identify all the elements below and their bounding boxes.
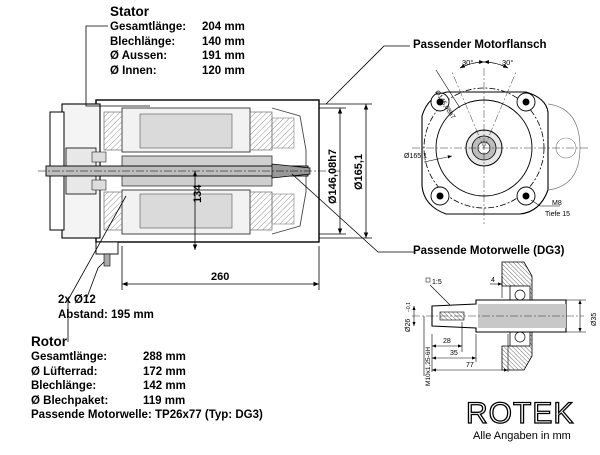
shaft-35-label: 35 (450, 350, 458, 357)
rotor-row: Passende Motorwelle: TP26x77 (Typ: DG3) (31, 408, 263, 423)
flange-callout: Passender Motorflansch (413, 39, 547, 51)
leader-lines (67, 25, 414, 342)
rotor-row-value: 142 mm (143, 380, 186, 392)
stator-row-value: 191 mm (202, 50, 245, 62)
stator-row-label: Ø Aussen: (110, 50, 168, 62)
rotor-row: Blechlänge: 142 mm (31, 379, 263, 394)
stator-row-label: Gesamtlänge: (110, 21, 187, 33)
tiefe-label: Tiefe 15 (545, 211, 570, 218)
rotor-row-label: Passende Motorwelle: (31, 409, 152, 421)
angle-30-right: 30° (502, 58, 513, 67)
stator-row-value: 140 mm (202, 35, 245, 48)
dim-165-label: Ø165,1 (353, 154, 365, 190)
stator-row-label: Blechlänge: (110, 35, 176, 48)
shaft-77-label: 77 (466, 362, 474, 369)
flange-d165-label: Ø165,1 (404, 153, 427, 160)
flange-front-view (412, 60, 590, 224)
rotor-row-value: TP26x77 (Typ: DG3) (155, 409, 263, 421)
motor-side-view (38, 99, 340, 267)
stator-row-label: Ø Innen: (110, 64, 157, 77)
thread-label: M10x1,25-6H (425, 347, 432, 386)
side-view-dimensions (121, 103, 372, 290)
stator-title: Stator (110, 4, 150, 19)
rotor-spec-block: Rotor Gesamtlänge: 288 mm Ø Lüfterrad: 172… (31, 333, 263, 423)
shaft-d26-tolerance: −0,1 (406, 302, 412, 312)
shaft-callout: Passende Motorwelle (DG3) (413, 245, 565, 257)
stator-row-value: 204 mm (202, 21, 245, 33)
rotor-row: Gesamtlänge: 288 mm (31, 350, 263, 365)
angle-30-left: 30° (462, 58, 473, 67)
rotor-row: Ø Blechpaket: 119 mm (31, 394, 263, 409)
holes-callout: 2x Ø12 (58, 294, 96, 306)
dim-134-label: 134 (192, 184, 204, 203)
stator-row: Ø Aussen: 191 mm (110, 49, 245, 64)
shaft-detail (412, 261, 586, 376)
stator-row-value: 120 mm (202, 64, 245, 77)
shaft-4-label: 4 (491, 277, 495, 284)
rotor-row-label: Ø Blechpaket: (31, 394, 109, 407)
stator-row: Ø Innen: 120 mm (110, 64, 245, 79)
distance-callout: Abstand: 195 mm (58, 309, 154, 321)
rotor-title: Rotor (31, 334, 67, 349)
rotor-row-value: 119 mm (143, 394, 186, 407)
rotor-row-label: Blechlänge: (31, 380, 97, 392)
rotor-row-label: Ø Lüfterrad: (31, 365, 98, 378)
shaft-28-label: 28 (443, 338, 451, 345)
m8-label: M8 (552, 200, 562, 207)
stator-row: Gesamtlänge: 204 mm (110, 20, 245, 35)
rotor-row-value: 172 mm (143, 365, 186, 378)
rotek-logo: ROTEK (465, 396, 575, 430)
stator-spec-block: Stator Gesamtlänge: 204 mm Blechlänge: 140… (110, 3, 245, 78)
taper-label: 1:5 (432, 279, 442, 286)
rotor-row-value: 288 mm (143, 351, 186, 363)
stator-row: Blechlänge: 140 mm (110, 35, 245, 50)
dim-260-label: 260 (211, 271, 229, 283)
units-note: Alle Angaben in mm (473, 430, 571, 442)
rotor-row-label: Gesamtlänge: (31, 351, 108, 363)
shaft-d26-label: Ø26 (405, 319, 412, 332)
shaft-d35-label: Ø35 (591, 313, 598, 326)
rotor-row: Ø Lüfterrad: 172 mm (31, 365, 263, 380)
dim-146-label: Ø146,08h7 (327, 149, 339, 204)
